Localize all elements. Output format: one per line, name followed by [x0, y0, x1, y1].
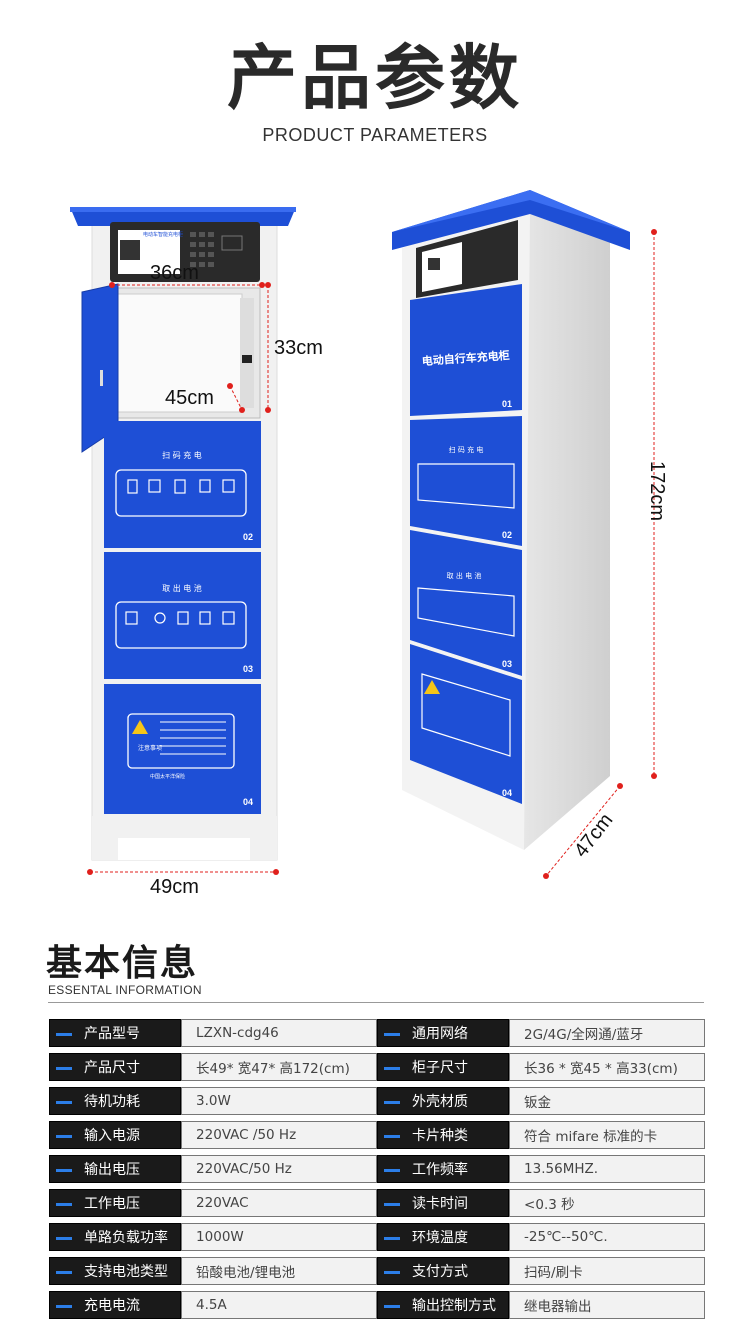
param-label: 产品型号 — [84, 1026, 140, 1042]
param-label: 产品尺寸 — [84, 1060, 140, 1076]
side-door-04: 04 — [410, 644, 522, 804]
param-label: 工作频率 — [412, 1162, 468, 1178]
param-label: 环境温度 — [412, 1230, 468, 1246]
page-subtitle: PRODUCT PARAMETERS — [262, 125, 488, 145]
table-row: 单路负载功率 1000W 环境温度 -25℃--50℃. — [49, 1223, 705, 1251]
table-row: 支持电池类型铅酸电池/锂电池 支付方式 扫码/刷卡 — [49, 1257, 705, 1285]
table-row: 产品尺寸 长49* 宽47* 高172(cm) 柜子尺寸 长36 * 宽45 * 高3… — [49, 1053, 705, 1081]
svg-text:02: 02 — [502, 530, 512, 540]
side-door-01: 电动自行车充电柜 01 — [410, 284, 522, 416]
svg-text:注意事项: 注意事项 — [138, 744, 162, 752]
svg-text:中国太平洋保险: 中国太平洋保险 — [150, 773, 185, 780]
label-bar-icon — [56, 1100, 72, 1104]
svg-text:扫 码 充 电: 扫 码 充 电 — [449, 445, 484, 454]
label-bar-icon — [56, 1202, 72, 1206]
table-row: 输出电压 220VAC/50 Hz 工作频率 13.56MHZ. — [49, 1155, 705, 1183]
cabinet-front-view: 电动车智能充电柜 扫 码 充 电 02 取 出 电 — [70, 207, 296, 861]
param-value: 3.0W — [181, 1087, 377, 1115]
param-value: 2G/4G/全网通/蓝牙 — [509, 1019, 705, 1047]
param-label: 支持电池类型 — [84, 1264, 168, 1280]
param-label: 工作电压 — [84, 1196, 140, 1212]
svg-text:03: 03 — [243, 664, 253, 674]
label-bar-icon — [56, 1168, 72, 1172]
label-bar-icon — [384, 1304, 400, 1308]
front-door-04: 注意事项 中国太平洋保险 04 — [104, 684, 261, 814]
cabinet-side-view: 电动自行车充电柜 01 扫 码 充 电 02 取 出 电 池 03 04 — [392, 190, 630, 850]
svg-text:取 出 电 池: 取 出 电 池 — [447, 571, 482, 580]
label-bar-icon — [56, 1032, 72, 1036]
label-bar-icon — [384, 1168, 400, 1172]
front-door-03: 取 出 电 池 03 — [104, 552, 261, 679]
label-bar-icon — [56, 1304, 72, 1308]
label-bar-icon — [384, 1202, 400, 1206]
param-value: 钣金 — [509, 1087, 705, 1115]
param-value: 铅酸电池/锂电池 — [181, 1257, 377, 1285]
param-value: 220VAC /50 Hz — [181, 1121, 377, 1149]
param-value: 220VAC — [181, 1189, 377, 1217]
label-bar-icon — [56, 1236, 72, 1240]
label-bar-icon — [384, 1236, 400, 1240]
param-value: LZXN-cdg46 — [181, 1019, 377, 1047]
svg-text:扫 码 充 电: 扫 码 充 电 — [162, 450, 202, 460]
label-bar-icon — [384, 1134, 400, 1138]
label-bar-icon — [384, 1100, 400, 1104]
dim-height: 172cm — [646, 461, 668, 522]
basic-info-subtitle: ESSENTAL INFORMATION — [48, 983, 202, 997]
params-table: 产品型号 LZXN-cdg46 通用网络 2G/4G/全网通/蓝牙产品尺寸 长49* 宽… — [49, 1013, 705, 1325]
param-value: 13.56MHZ. — [509, 1155, 705, 1183]
side-door-02: 扫 码 充 电 02 — [410, 416, 522, 546]
svg-text:电动自行车充电柜: 电动自行车充电柜 — [421, 348, 510, 368]
page-title: 产品参数 — [227, 37, 523, 119]
param-value: 1000W — [181, 1223, 377, 1251]
param-label: 输入电源 — [84, 1128, 140, 1144]
param-label: 待机功耗 — [84, 1094, 140, 1110]
param-value: -25℃--50℃. — [509, 1223, 705, 1251]
param-label: 单路负载功率 — [84, 1230, 168, 1246]
svg-text:取 出 电 池: 取 出 电 池 — [162, 583, 202, 593]
side-door-03: 取 出 电 池 03 — [410, 530, 522, 676]
label-bar-icon — [56, 1066, 72, 1070]
dim-height-inner: 33cm — [274, 337, 323, 359]
param-label: 外壳材质 — [412, 1094, 468, 1110]
param-value: 扫码/刷卡 — [509, 1257, 705, 1285]
param-value: 长36 * 宽45 * 高33(cm) — [509, 1053, 705, 1081]
param-label: 读卡时间 — [412, 1196, 468, 1212]
dim-width-inner: 36cm — [150, 262, 199, 284]
svg-text:04: 04 — [502, 788, 512, 798]
front-screen-label: 电动车智能充电柜 — [143, 231, 183, 238]
label-bar-icon — [56, 1134, 72, 1138]
param-label: 输出控制方式 — [412, 1298, 496, 1314]
product-illustration: 电动车智能充电柜 扫 码 充 电 02 取 出 电 — [70, 190, 657, 879]
table-row: 工作电压 220VAC 读卡时间 <0.3 秒 — [49, 1189, 705, 1217]
param-value: 符合 mifare 标准的卡 — [509, 1121, 705, 1149]
front-door-02: 扫 码 充 电 02 — [104, 421, 261, 548]
param-value: <0.3 秒 — [509, 1189, 705, 1217]
param-label: 卡片种类 — [412, 1128, 468, 1144]
label-bar-icon — [384, 1066, 400, 1070]
section-divider — [48, 1002, 704, 1003]
label-bar-icon — [384, 1270, 400, 1274]
param-label: 支付方式 — [412, 1264, 468, 1280]
svg-text:03: 03 — [502, 659, 512, 669]
table-row: 输入电源 220VAC /50 Hz 卡片种类 符合 mifare 标准的卡 — [49, 1121, 705, 1149]
param-label: 输出电压 — [84, 1162, 140, 1178]
param-value: 220VAC/50 Hz — [181, 1155, 377, 1183]
param-label: 充电电流 — [84, 1298, 140, 1314]
param-value: 继电器输出 — [509, 1291, 705, 1319]
param-label: 柜子尺寸 — [412, 1060, 468, 1076]
table-row: 产品型号 LZXN-cdg46 通用网络 2G/4G/全网通/蓝牙 — [49, 1019, 705, 1047]
dim-depth-inner: 45cm — [165, 387, 214, 409]
svg-text:02: 02 — [243, 532, 253, 542]
basic-info-title: 基本信息 — [46, 943, 199, 984]
dim-width: 49cm — [150, 876, 199, 898]
param-label: 通用网络 — [412, 1026, 468, 1042]
svg-text:04: 04 — [243, 797, 253, 807]
table-row: 充电电流 4.5A 输出控制方式继电器输出 — [49, 1291, 705, 1319]
svg-text:01: 01 — [502, 399, 512, 409]
param-value: 长49* 宽47* 高172(cm) — [181, 1053, 377, 1081]
param-value: 4.5A — [181, 1291, 377, 1319]
table-row: 待机功耗 3.0W 外壳材质 钣金 — [49, 1087, 705, 1115]
label-bar-icon — [56, 1270, 72, 1274]
label-bar-icon — [384, 1032, 400, 1036]
